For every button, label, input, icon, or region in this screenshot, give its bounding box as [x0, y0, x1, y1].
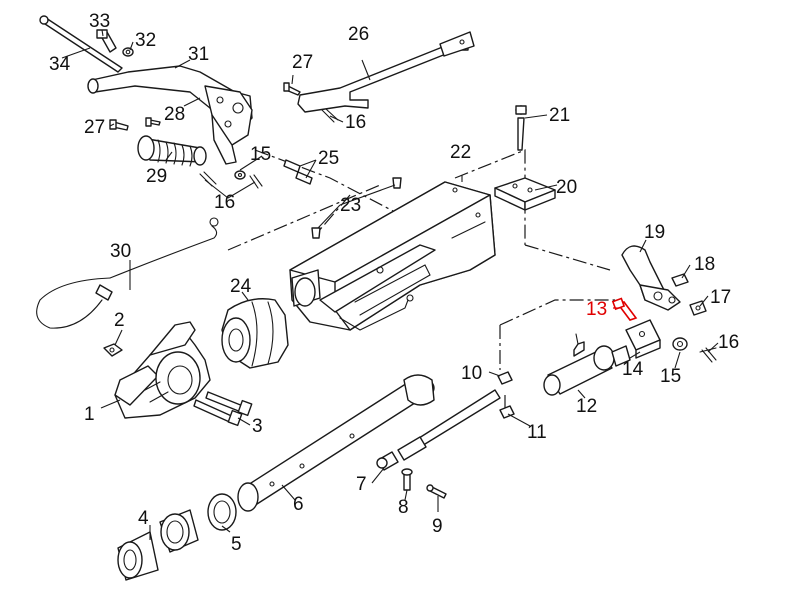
callout-8: 8 — [398, 497, 409, 518]
part-3-bolts — [193, 391, 253, 427]
part-14-clevis — [625, 319, 661, 359]
callout-33: 33 — [89, 11, 110, 32]
callout-34: 34 — [49, 54, 71, 75]
part-15-washer-left — [234, 170, 246, 180]
part-33-bolt — [96, 29, 117, 53]
callout-32: 32 — [135, 30, 156, 51]
part-24-bellow — [221, 298, 289, 369]
callout-18: 18 — [694, 254, 715, 275]
part-21-bolt — [515, 105, 527, 151]
part-19-bracket — [621, 245, 681, 311]
callout-27-top: 27 — [292, 52, 313, 73]
callout-26: 26 — [348, 24, 369, 45]
part-26-brake-rod — [297, 31, 475, 113]
part-8-pin — [401, 468, 413, 491]
assembly-centerlines — [227, 149, 615, 420]
part-6-draw-tube — [237, 374, 435, 512]
callout-20: 20 — [556, 177, 577, 198]
callout-17: 17 — [710, 287, 731, 308]
part-30-cable — [36, 217, 219, 329]
part-damper-rod — [397, 389, 501, 461]
callout-19: 19 — [644, 222, 665, 243]
part-17-nut — [689, 300, 707, 316]
part-10-nut — [497, 371, 513, 385]
part-9-pin — [426, 484, 447, 499]
part-15-washer-right — [672, 337, 688, 351]
callout-24: 24 — [230, 276, 252, 297]
part-16-pin-top — [321, 108, 339, 123]
part-20-plate — [494, 177, 556, 211]
callout-31: 31 — [188, 44, 209, 65]
part-16-pin-right — [699, 347, 717, 363]
callout-14: 14 — [622, 359, 644, 380]
part-28-bolt — [145, 117, 161, 127]
callout-30: 30 — [110, 241, 131, 262]
part-5-ring — [207, 493, 237, 531]
callout-10: 10 — [461, 363, 482, 384]
part-25-links — [283, 159, 313, 185]
callout-2: 2 — [114, 310, 125, 331]
callout-4: 4 — [138, 508, 149, 529]
callout-23: 23 — [340, 195, 361, 216]
part-18-nut — [671, 273, 689, 287]
callout-5: 5 — [231, 534, 242, 555]
part-29-spring — [137, 135, 207, 167]
part-16-pin-left — [199, 171, 263, 189]
part-31-lever — [87, 65, 253, 165]
callout-15-right: 15 — [660, 366, 681, 387]
callout-21: 21 — [549, 105, 570, 126]
callout-13-highlighted: 13 — [586, 299, 607, 320]
callout-3: 3 — [252, 416, 263, 437]
callout-11: 11 — [527, 422, 547, 443]
callout-6: 6 — [293, 494, 304, 515]
part-2-nut — [103, 343, 123, 357]
part-22-frame — [289, 181, 496, 331]
callout-25: 25 — [318, 148, 339, 169]
part-32-nut — [122, 47, 134, 57]
callout-29: 29 — [146, 166, 167, 187]
part-7-eye — [376, 451, 399, 471]
callout-1: 1 — [84, 404, 95, 425]
callout-16-right: 16 — [718, 332, 739, 353]
part-13-bolt-highlight — [611, 297, 638, 321]
leader-lines — [61, 29, 719, 540]
callout-27-left: 27 — [84, 117, 105, 138]
part-4-bushing — [117, 509, 199, 581]
part-23-grease-nipple — [311, 177, 402, 239]
part-1-coupling — [114, 321, 211, 419]
part-27-bolt-top — [283, 82, 301, 96]
callout-labels: 34 33 32 31 28 27 29 16 15 25 27 16 26 2… — [49, 11, 739, 555]
callout-9: 9 — [432, 516, 443, 537]
callout-7: 7 — [356, 474, 367, 495]
callout-16-left: 16 — [214, 192, 235, 213]
callout-12: 12 — [576, 396, 597, 417]
callout-15-left: 15 — [250, 144, 271, 165]
part-34-rod — [39, 15, 123, 73]
part-12-cylinder — [543, 333, 631, 396]
callout-22: 22 — [450, 142, 471, 163]
callout-16-top: 16 — [345, 112, 366, 133]
callout-28: 28 — [164, 104, 185, 125]
